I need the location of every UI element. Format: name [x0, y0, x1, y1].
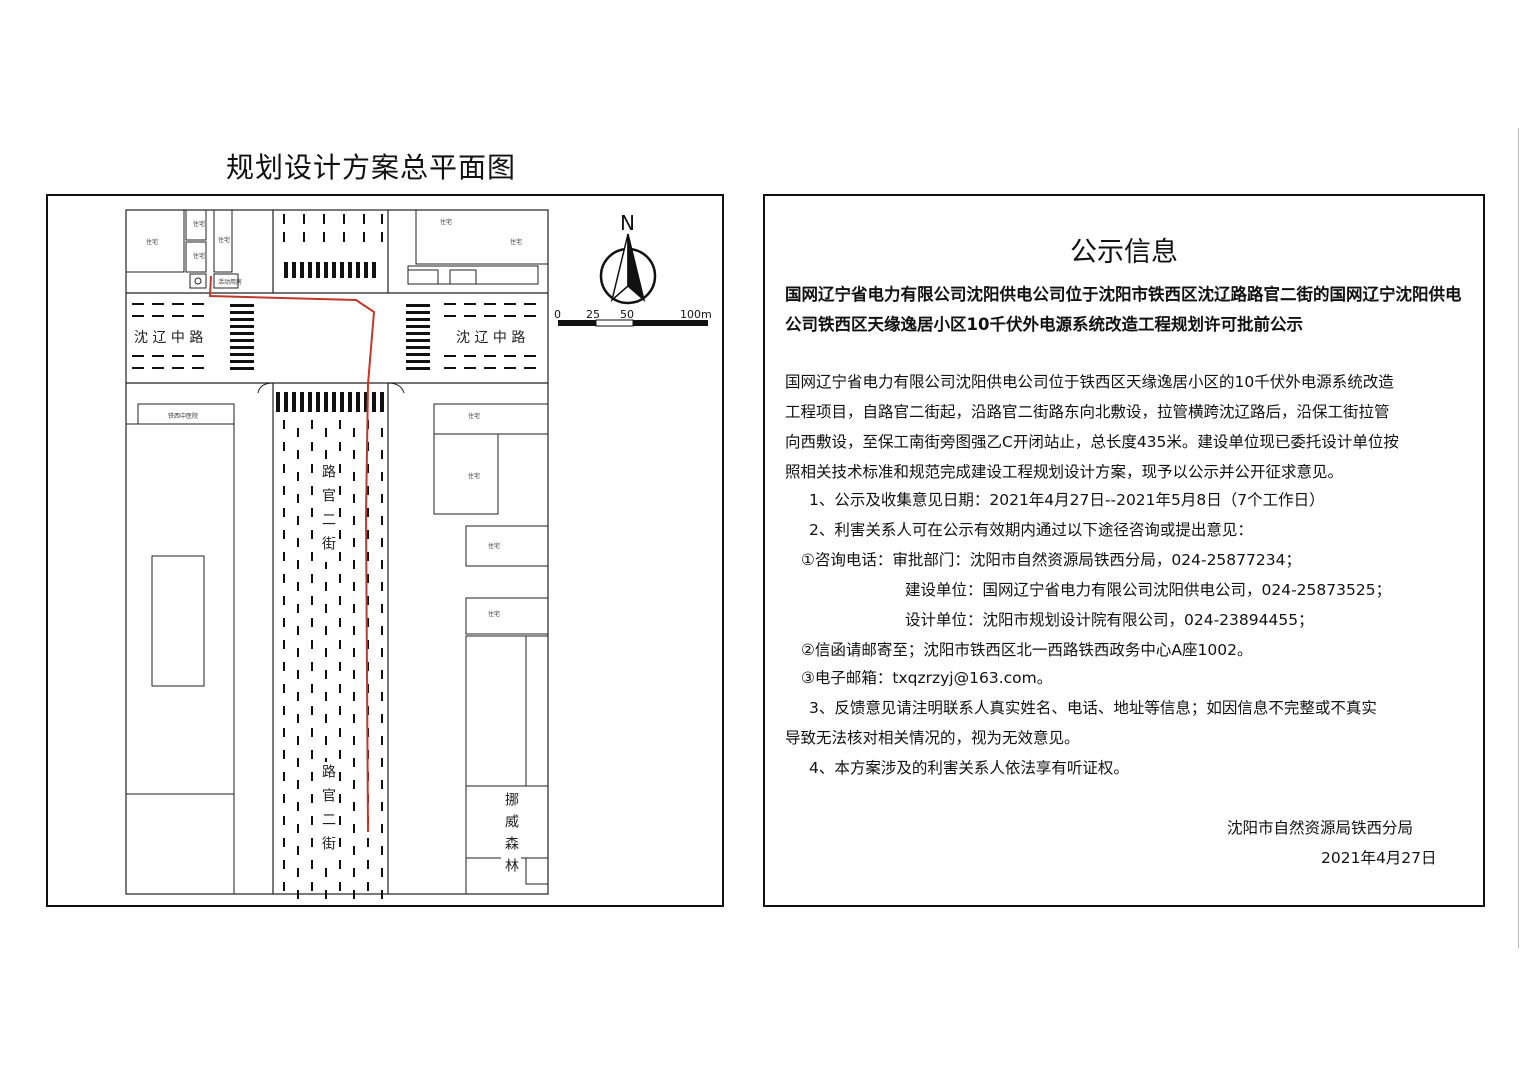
scale-label-0: 0	[554, 308, 561, 321]
notice-signature: 沈阳市自然资源局铁西分局	[1227, 819, 1414, 837]
cable-route-line	[208, 275, 376, 833]
notice-item-3-line-1: 3、反馈意见请注明联系人真实姓名、电话、地址等信息；如因信息不完整或不真实	[809, 699, 1377, 717]
crosswalk-east	[406, 304, 430, 370]
notice-body-line-1: 国网辽宁省电力有限公司沈阳供电公司位于铁西区天缘逸居小区的10千伏外电源系统改造	[785, 373, 1394, 391]
svg-text:铁西中医院: 铁西中医院	[168, 412, 198, 420]
scale-bar	[558, 319, 708, 327]
notice-body-line-2: 工程项目，自路官二街起，沿路官二街路东向北敷设，拉管横跨沈辽路后，沿保工街拉管	[785, 403, 1390, 421]
site-plan-map: 住宅 住宅住宅 住宅 活动用房 住宅住宅 铁西中医院 住宅住宅 住宅住宅 沈 辽…	[46, 194, 724, 907]
svg-text:住宅: 住宅	[218, 236, 230, 244]
north-label: N	[620, 211, 635, 235]
scale-label-25: 25	[586, 308, 600, 321]
road-label-luguan-upper: 路官二街	[318, 462, 338, 562]
svg-text:住宅: 住宅	[193, 252, 205, 260]
notice-mail-address: ②信函请邮寄至；沈阳市铁西区北一西路铁西政务中心A座1002。	[801, 641, 1253, 659]
notice-item-4: 4、本方案涉及的利害关系人依法享有听证权。	[809, 759, 1129, 777]
notice-phone-builder: 建设单位：国网辽宁省电力有限公司沈阳供电公司，024-25873525；	[905, 581, 1392, 599]
scale-label-50: 50	[620, 308, 634, 321]
notice-phone-designer: 设计单位：沈阳市规划设计院有限公司，024-23894455；	[905, 611, 1314, 629]
crosswalk-north	[284, 262, 376, 278]
svg-text:活动用房: 活动用房	[218, 278, 242, 286]
svg-text:住宅: 住宅	[146, 238, 158, 246]
notice-body-line-3: 向西敷设，至保工南街旁图强乙C开闭站止，总长度435米。建设单位现已委托设计单位…	[785, 433, 1399, 451]
scale-label-100m: 100m	[680, 308, 712, 321]
notice-body-line-4: 照相关技术标准和规范完成建设工程规划设计方案，现予以公示并公开征求意见。	[785, 463, 1344, 481]
svg-text:住宅: 住宅	[468, 472, 480, 480]
notice-item-1: 1、公示及收集意见日期：2021年4月27日--2021年5月8日（7个工作日）	[809, 491, 1325, 509]
road-label-shenliao-west: 沈 辽 中 路	[134, 330, 203, 346]
notice-date: 2021年4月27日	[1321, 849, 1437, 867]
svg-text:住宅: 住宅	[488, 542, 500, 550]
buildings	[125, 209, 549, 895]
landmark-label-norway-forest: 挪威森林	[501, 792, 521, 880]
notice-subtitle: 国网辽宁省电力有限公司沈阳供电公司位于沈阳市铁西区沈辽路路官二街的国网辽宁沈阳供…	[785, 285, 1462, 334]
notice-phone-approval: ①咨询电话：审批部门：沈阳市自然资源局铁西分局，024-25877234；	[801, 551, 1301, 569]
page-edge-rule	[1518, 128, 1519, 948]
road-label-shenliao-east: 沈 辽 中 路	[456, 330, 525, 346]
notice-item-3-line-2: 导致无法核对相关情况的，视为无效意见。	[785, 729, 1080, 747]
svg-text:住宅: 住宅	[193, 220, 205, 228]
notice-heading: 公示信息	[1070, 237, 1178, 268]
svg-text:住宅: 住宅	[510, 238, 522, 246]
lane-markings-north-street	[283, 214, 383, 242]
road-label-luguan-lower: 路官二街	[318, 762, 338, 862]
notice-email: ③电子邮箱：txqzrzyj@163.com。	[801, 669, 1053, 687]
svg-text:住宅: 住宅	[468, 412, 480, 420]
north-arrow-icon	[599, 233, 657, 305]
map-title: 规划设计方案总平面图	[226, 151, 517, 184]
crosswalk-west	[230, 304, 254, 370]
lane-markings-horizontal	[132, 303, 536, 369]
crosswalk-south	[276, 392, 384, 412]
notice-panel: 公示信息 国网辽宁省电力有限公司沈阳供电公司位于沈阳市铁西区沈辽路路官二街的国网…	[763, 194, 1485, 907]
svg-text:住宅: 住宅	[440, 218, 452, 226]
notice-item-2: 2、利害关系人可在公示有效期内通过以下途径咨询或提出意见：	[809, 521, 1253, 539]
svg-text:住宅: 住宅	[488, 610, 500, 618]
